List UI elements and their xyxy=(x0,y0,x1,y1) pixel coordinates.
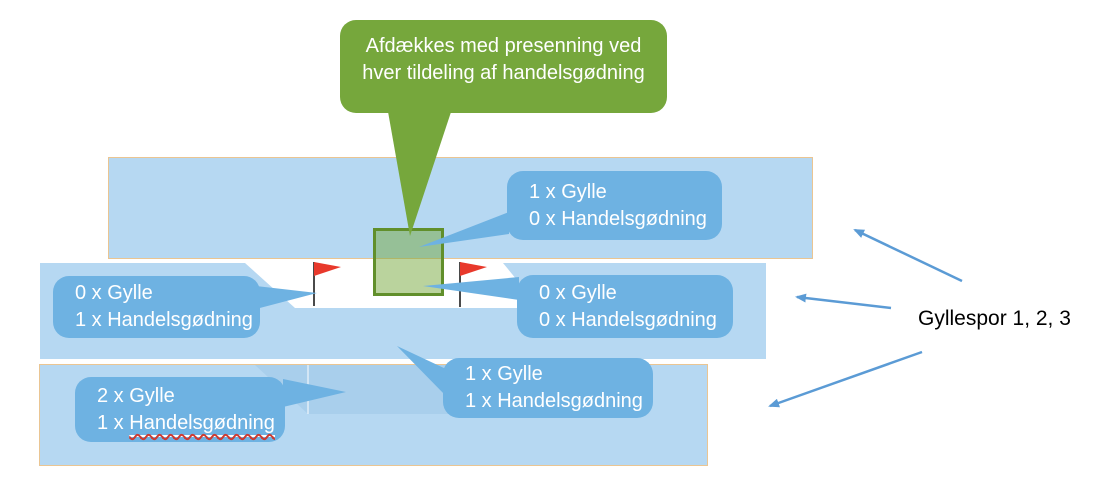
callout-line2-misspelled-word: Handelsgødning xyxy=(129,411,275,437)
callout-line2-prefix: 1 x xyxy=(97,411,130,434)
callout-line1: 0 x Gylle xyxy=(75,282,153,304)
callout-line1: 0 x Gylle xyxy=(539,281,617,304)
cover-callout: Afdækkes med presenning ved hver tildeli… xyxy=(340,20,667,113)
callout-track1: 1 x Gylle 0 x Handelsgødning xyxy=(507,171,722,240)
arrow-icon-track2 xyxy=(795,293,892,310)
callout-line2: 1 x Handelsgødning xyxy=(97,410,285,437)
arrow-icon-track3 xyxy=(768,350,923,408)
cover-callout-line2: hver tildeling af handelsgødning xyxy=(362,62,645,84)
callout-line1: 2 x Gylle xyxy=(97,384,175,407)
callout-line1: 1 x Gylle xyxy=(529,180,607,203)
arrow-icon-track1 xyxy=(853,228,963,283)
callout-line2: 0 x Handelsgødning xyxy=(539,308,717,331)
cover-callout-line1: Afdækkes med presenning ved xyxy=(365,35,642,57)
callout-track2-left: 0 x Gylle 1 x Handelsgødning xyxy=(53,276,260,338)
callout-track2-3-mid: 1 x Gylle 1 x Handelsgødning xyxy=(443,358,653,418)
callout-track3-left: 2 x Gylle 1 x Handelsgødning xyxy=(75,377,285,442)
callout-track2-right: 0 x Gylle 0 x Handelsgødning xyxy=(517,275,733,338)
tarpaulin-square xyxy=(373,228,444,296)
callout-line2: 0 x Handelsgødning xyxy=(529,207,707,230)
callout-line1: 1 x Gylle xyxy=(465,363,543,385)
gyllespor-label: Gyllespor 1, 2, 3 xyxy=(918,307,1071,330)
callout-line2: 1 x Handelsgødning xyxy=(75,309,253,331)
callout-line2: 1 x Handelsgødning xyxy=(465,390,643,412)
